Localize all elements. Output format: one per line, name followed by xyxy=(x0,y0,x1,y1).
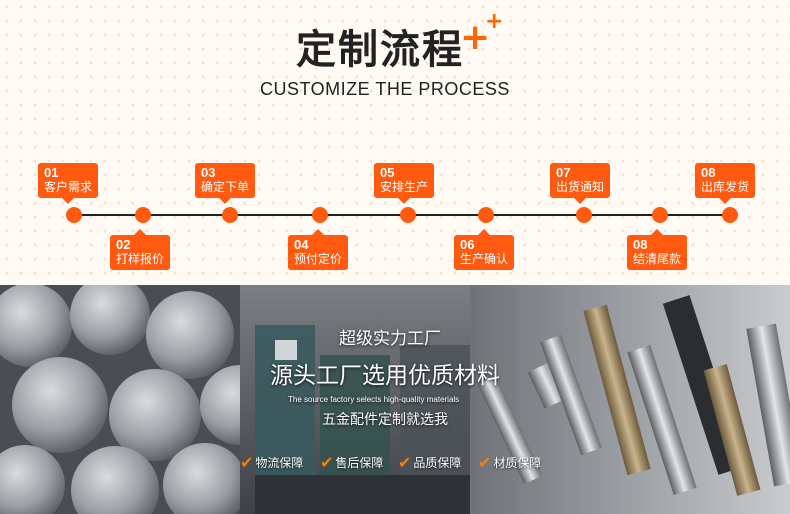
process-step: 04 预付定价 xyxy=(288,229,349,270)
plus-decoration-icon: + xyxy=(460,17,491,58)
guarantee-item: ✔ 材质保障 xyxy=(478,453,541,472)
guarantee-item: ✔ 售后保障 xyxy=(320,453,383,472)
step-number: 08 xyxy=(633,237,648,252)
process-step: 01 客户需求 xyxy=(38,163,99,204)
step-label: 客户需求 xyxy=(44,180,93,194)
step-number: 07 xyxy=(556,165,571,180)
process-step: 07 出货通知 xyxy=(550,163,611,204)
process-step: 02 打样报价 xyxy=(110,229,171,270)
banner-title: 源头工厂选用优质材料 xyxy=(270,363,500,389)
step-label: 预付定价 xyxy=(294,252,343,266)
process-step: 03 确定下单 xyxy=(195,163,256,204)
process-step: 08 结清尾款 xyxy=(627,229,688,270)
timeline-dot xyxy=(576,207,592,223)
step-label: 生产确认 xyxy=(460,252,509,266)
process-step: 08 出库发货 xyxy=(695,163,756,204)
timeline-dot xyxy=(478,207,494,223)
step-number: 05 xyxy=(380,165,395,180)
checkmark-icon: ✔ xyxy=(320,453,334,472)
banner-headline: 超级实力工厂 xyxy=(339,329,441,349)
step-label: 安排生产 xyxy=(380,180,429,194)
plus-decoration-small-icon: + xyxy=(485,9,504,34)
section-subtitle: CUSTOMIZE THE PROCESS xyxy=(260,79,510,99)
guarantee-label: 售后保障 xyxy=(335,456,384,470)
timeline-dot xyxy=(652,207,668,223)
timeline-dot xyxy=(222,207,238,223)
timeline-dot xyxy=(312,207,328,223)
timeline-dot xyxy=(66,207,82,223)
step-label: 出库发货 xyxy=(701,180,750,194)
step-label: 打样报价 xyxy=(116,252,165,266)
guarantee-item: ✔ 品质保障 xyxy=(398,453,461,472)
factory-banner: 超级实力工厂 源头工厂选用优质材料 The source factory sel… xyxy=(0,285,790,514)
step-label: 确定下单 xyxy=(201,180,250,194)
step-number: 02 xyxy=(116,237,131,252)
step-number: 04 xyxy=(294,237,309,252)
timeline-dot xyxy=(135,207,151,223)
factory-banner-image xyxy=(0,285,790,514)
checkmark-icon: ✔ xyxy=(240,453,254,472)
step-number: 03 xyxy=(201,165,216,180)
step-label: 结清尾款 xyxy=(633,252,682,266)
process-step: 05 安排生产 xyxy=(374,163,435,204)
timeline-dot xyxy=(722,207,738,223)
step-number: 01 xyxy=(44,165,59,180)
guarantee-label: 品质保障 xyxy=(413,456,462,470)
checkmark-icon: ✔ xyxy=(478,453,492,472)
banner-slogan: 五金配件定制就选我 xyxy=(322,412,448,428)
timeline-dot xyxy=(400,207,416,223)
guarantee-item: ✔ 物流保障 xyxy=(240,453,303,472)
guarantee-label: 物流保障 xyxy=(255,456,304,470)
process-step: 06 生产确认 xyxy=(454,229,515,270)
checkmark-icon: ✔ xyxy=(398,453,412,472)
step-label: 出货通知 xyxy=(556,180,605,194)
banner-title-en: The source factory selects high-quality … xyxy=(288,395,460,404)
section-title: 定制流程 xyxy=(296,27,464,73)
guarantee-label: 材质保障 xyxy=(493,456,542,470)
step-number: 08 xyxy=(701,165,716,180)
process-section: 定制流程 + + CUSTOMIZE THE PROCESS 01 客户需求 0… xyxy=(0,0,790,285)
step-number: 06 xyxy=(460,237,475,252)
